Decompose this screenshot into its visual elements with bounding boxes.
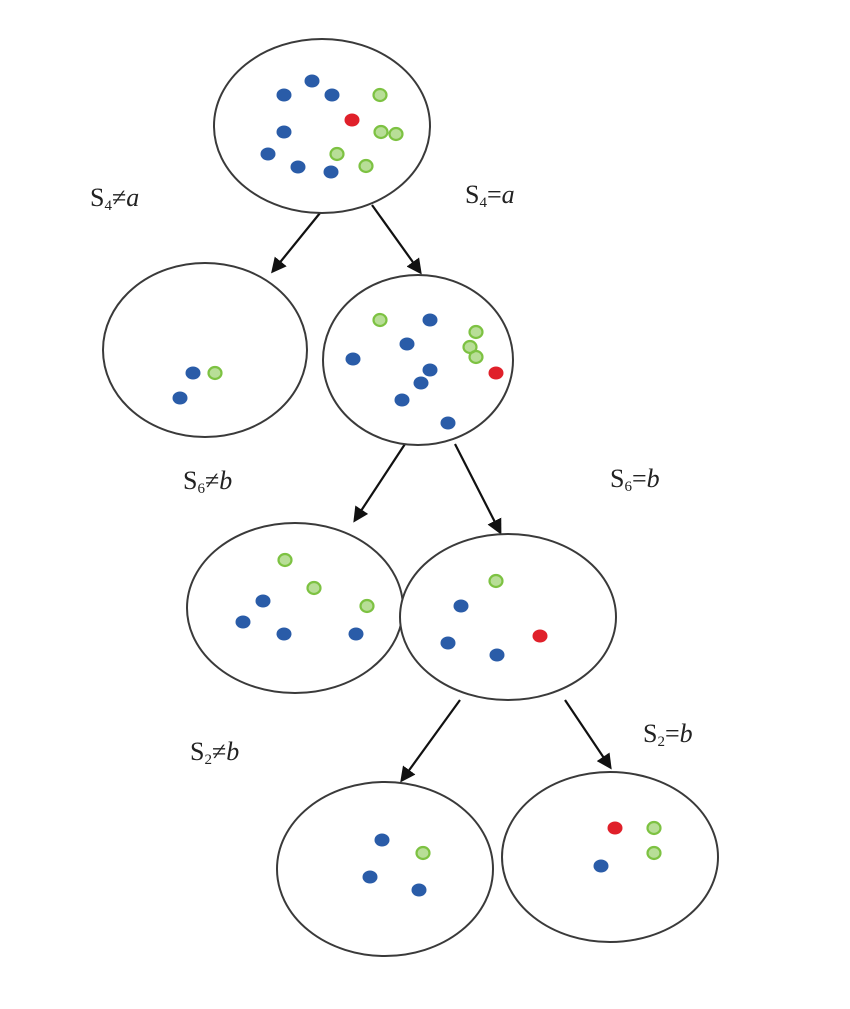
blue-sample-dot [290,160,306,174]
edge-root-left [271,212,321,274]
label-root-right: S4=a [465,180,515,211]
blue-sample-dot [411,883,427,897]
edge-low-left [400,699,461,783]
sample-points [172,74,662,897]
node-level3-left [276,781,494,957]
green-sample-dot [306,580,322,596]
green-sample-dot [277,552,293,568]
red-sample-dot [488,366,504,380]
green-sample-dot [207,365,223,381]
blue-sample-dot [489,648,505,662]
blue-sample-dot [345,352,361,366]
nodes [102,38,719,957]
green-sample-dot [359,598,375,614]
condition-labels: S4≠a S4=a S6≠b S6=b S2≠b S2=b [90,180,693,768]
blue-sample-dot [374,833,390,847]
label-low-right: S2=b [643,719,693,750]
blue-sample-dot [276,88,292,102]
blue-sample-dot [304,74,320,88]
red-sample-dot [344,113,360,127]
blue-sample-dot [235,615,251,629]
blue-sample-dot [362,870,378,884]
edge-low-right [564,699,612,770]
green-sample-dot [468,324,484,340]
green-sample-dot [358,158,374,174]
green-sample-dot [388,126,404,142]
node-level1-left [102,262,308,438]
blue-sample-dot [440,416,456,430]
blue-sample-dot [324,88,340,102]
edge-mid-right [454,443,502,535]
green-sample-dot [373,124,389,140]
label-mid-left: S6≠b [183,466,232,497]
edge-root-right [371,204,422,275]
green-sample-dot [468,349,484,365]
edge-mid-left [353,443,406,523]
red-sample-dot [532,629,548,643]
node-root [213,38,431,214]
label-low-left: S2≠b [190,737,239,768]
green-sample-dot [488,573,504,589]
blue-sample-dot [593,859,609,873]
label-root-left: S4≠a [90,183,139,214]
blue-sample-dot [399,337,415,351]
green-sample-dot [329,146,345,162]
blue-sample-dot [185,366,201,380]
blue-sample-dot [413,376,429,390]
node-level3-right [501,771,719,943]
green-sample-dot [646,845,662,861]
blue-sample-dot [172,391,188,405]
edges [271,204,612,783]
blue-sample-dot [348,627,364,641]
blue-sample-dot [422,363,438,377]
red-sample-dot [607,821,623,835]
blue-sample-dot [453,599,469,613]
green-sample-dot [646,820,662,836]
blue-sample-dot [323,165,339,179]
blue-sample-dot [276,627,292,641]
blue-sample-dot [394,393,410,407]
green-sample-dot [372,87,388,103]
blue-sample-dot [440,636,456,650]
node-level1-right [322,274,514,446]
green-sample-dot [415,845,431,861]
green-sample-dot [372,312,388,328]
blue-sample-dot [260,147,276,161]
blue-sample-dot [422,313,438,327]
label-mid-right: S6=b [610,464,660,495]
blue-sample-dot [276,125,292,139]
blue-sample-dot [255,594,271,608]
node-level2-right [399,533,617,701]
